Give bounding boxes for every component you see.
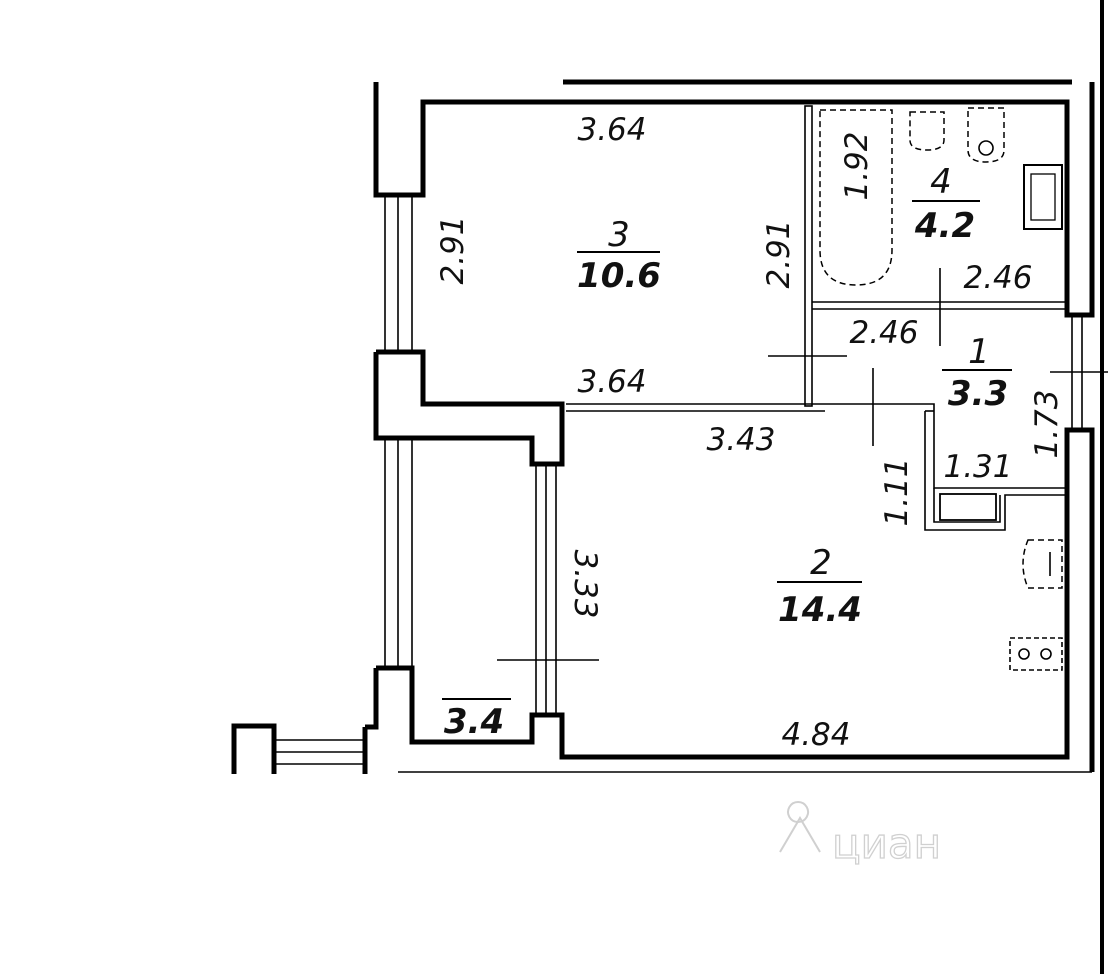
- dim-room3-right: 2.91: [761, 219, 797, 288]
- kitchen-sink-icon: [1022, 539, 1063, 589]
- windows: [274, 195, 1108, 773]
- dim-room3-bottom: 3.64: [577, 364, 646, 400]
- toilet-icon: [909, 111, 945, 151]
- dim-hall-lower: 1.31: [943, 449, 1012, 485]
- watermark: циан: [779, 801, 942, 869]
- dim-kitchen-top: 3.43: [706, 422, 775, 458]
- room-2-number: 2: [810, 543, 832, 583]
- watermark-logo-icon: [779, 801, 821, 853]
- bathtub-icon: [819, 109, 893, 286]
- balcony-area: 3.4: [444, 702, 504, 742]
- fixtures: [819, 107, 1063, 671]
- dim-bath-width: 2.46: [963, 260, 1032, 296]
- room-1-area: 3.3: [948, 374, 1008, 414]
- room-4-number: 4: [930, 162, 952, 202]
- room-4-area: 4.2: [914, 206, 975, 246]
- room-3-number: 3: [608, 215, 630, 255]
- dim-passage: 1.11: [879, 457, 915, 526]
- sink-icon: [967, 107, 1005, 163]
- room-2-area: 14.4: [778, 590, 862, 630]
- washer-icon: [1023, 164, 1063, 230]
- room-1-number: 1: [968, 332, 990, 372]
- dimensions: 3.64 3.64 2.91 2.91 1.92 2.46 2.46 1.73 …: [435, 112, 1065, 753]
- dim-room3-top: 3.64: [577, 112, 646, 148]
- dim-hall-height: 1.73: [1029, 389, 1065, 458]
- dim-kitchen-bottom: 4.84: [781, 717, 850, 753]
- room-labels: 3 10.6 4 4.2 1 3.3 2 14.4 3.4: [442, 162, 1012, 742]
- cabinet-icon: [939, 493, 997, 521]
- dim-hall-top: 2.46: [849, 315, 918, 351]
- room-3-area: 10.6: [577, 256, 661, 296]
- dim-room3-left: 2.91: [435, 215, 471, 284]
- walls: [231, 0, 1104, 974]
- dim-kitchen-left: 3.33: [567, 549, 603, 618]
- dim-bath-height: 1.92: [839, 131, 875, 200]
- partitions: [497, 105, 1072, 661]
- stove-icon: [1009, 637, 1063, 671]
- watermark-text: циан: [832, 819, 941, 868]
